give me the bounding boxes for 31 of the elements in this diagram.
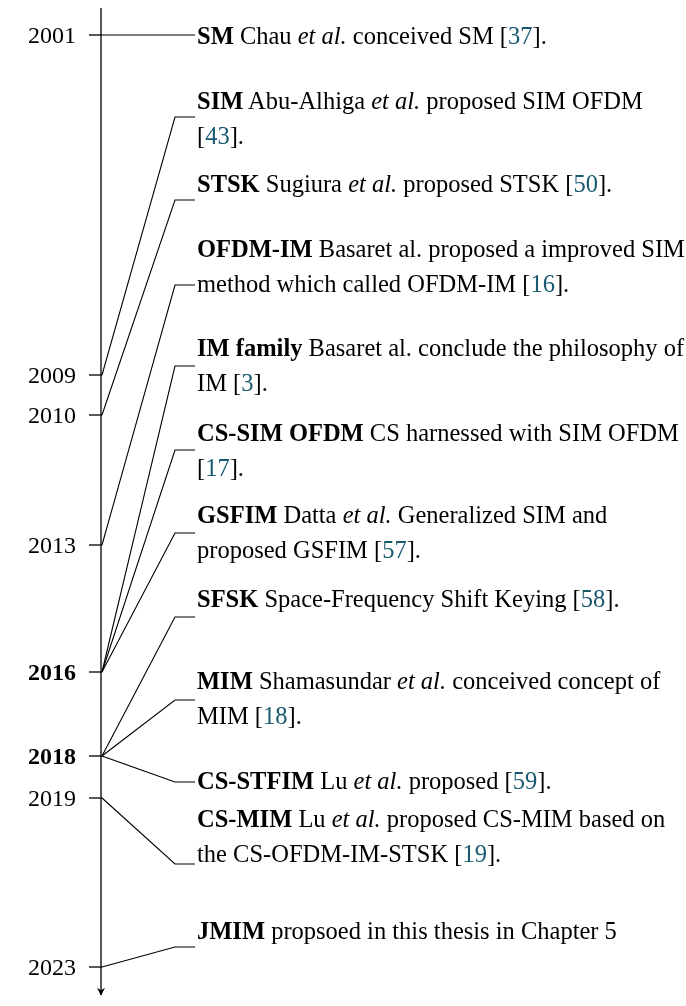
leader-line: [101, 116, 196, 376]
leader-line: [101, 616, 196, 757]
year-label: 2019: [27, 784, 76, 813]
leader-line: [101, 699, 196, 757]
milestone-text: OFDM-IM Basaret al. proposed a improved SIM method which called OFDM-IM [16].: [196, 234, 685, 299]
milestone-text: MIM Shamasundar et al. conceived concept of MIM [18].: [196, 666, 662, 731]
year-label: 2001: [27, 21, 76, 50]
milestone-text: CS-MIM Lu et al. proposed CS-MIM based on the CS-OFDM-IM-STSK [19].: [196, 804, 667, 869]
milestone-text: JMIM propsoed in this thesis in Chapter 5: [196, 916, 618, 946]
milestone-text: SIM Abu-Alhiga et al. proposed SIM OFDM [43].: [196, 86, 644, 151]
leader-line: [101, 199, 196, 416]
leader-line: [101, 755, 196, 783]
year-label: 2016: [27, 658, 76, 687]
leader-line: [101, 284, 196, 546]
milestone-text: IM family Basaret al. conclude the philosophy of IM [3].: [196, 333, 685, 398]
year-label: 2013: [27, 531, 76, 560]
year-label: 2009: [27, 361, 76, 390]
year-label: 2010: [27, 401, 76, 430]
milestone-text: CS-SIM OFDM CS harnessed with SIM OFDM [17].: [196, 418, 680, 483]
milestone-text: STSK Sugiura et al. proposed STSK [50].: [196, 169, 614, 199]
leader-line: [101, 797, 196, 865]
leader-line: [101, 34, 196, 36]
milestone-text: SFSK Space-Frequency Shift Keying [58].: [196, 584, 621, 614]
leader-line: [101, 946, 196, 968]
milestone-text: CS-STFIM Lu et al. proposed [59].: [196, 766, 553, 796]
year-label: 2018: [27, 742, 76, 771]
year-label: 2023: [27, 953, 76, 982]
leader-line: [101, 449, 196, 673]
milestone-text: GSFIM Datta et al. Generalized SIM and proposed GSFIM [57].: [196, 500, 609, 565]
milestone-text: SM Chau et al. conceived SM [37].: [196, 21, 548, 51]
leader-line: [101, 532, 196, 673]
